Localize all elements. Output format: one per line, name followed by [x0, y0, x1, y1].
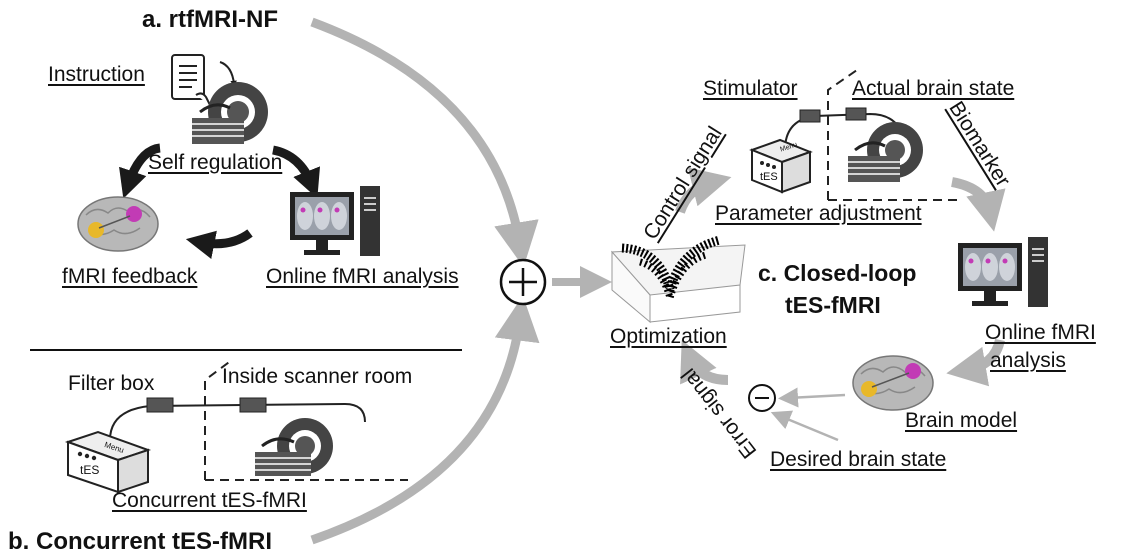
filter-box-icon — [146, 397, 174, 413]
arrow-to-analysis — [950, 177, 1006, 232]
desired-state-label: Desired brain state — [770, 448, 947, 471]
panel-a-title: a. rtfMRI-NF — [142, 6, 278, 33]
merge-arrow-top — [310, 17, 539, 268]
self-regulation-label: Self regulation — [148, 151, 283, 174]
tes-label: tES — [80, 463, 100, 477]
scanner-icon — [192, 82, 268, 144]
arrow-to-stimulator — [675, 167, 732, 214]
online-analysis-c-line2: analysis — [990, 349, 1066, 372]
loop-arrow-right — [271, 145, 321, 199]
filter-box-icon-2 — [239, 397, 267, 413]
plus-icon — [499, 258, 547, 306]
tes-label-c: tES — [760, 171, 778, 183]
minus-icon — [748, 384, 776, 412]
loop-arrow-left — [119, 143, 161, 199]
concurrent-label: Concurrent tES-fMRI — [112, 489, 307, 512]
panel-c-title-line2: tES-fMRI — [785, 292, 881, 318]
optimization-label: Optimization — [610, 325, 727, 348]
loop-arrow-bottom — [185, 229, 253, 259]
parameter-adjustment-label: Parameter adjustment — [715, 202, 922, 225]
tes-device-icon — [64, 430, 152, 494]
scanner-icon-c — [848, 122, 923, 182]
scanner-icon-b — [255, 418, 333, 476]
computer-icon — [290, 186, 380, 256]
brain-icon-c — [852, 355, 934, 411]
online-analysis-label: Online fMRI analysis — [266, 265, 459, 288]
stimulator-label: Stimulator — [703, 77, 798, 100]
instruction-arrow — [219, 61, 237, 88]
stimulator-room-dashed — [827, 67, 958, 201]
panel-c-title-line1: c. Closed-loop — [758, 260, 917, 286]
filter-box-label: Filter box — [68, 372, 155, 395]
brain-model-label: Brain model — [905, 409, 1018, 432]
stimulator-box-icon — [799, 109, 821, 123]
panel-b-title: b. Concurrent tES-fMRI — [8, 528, 272, 555]
desired-to-minus-arrow — [770, 410, 839, 442]
scanner-room-dashed — [204, 359, 408, 481]
tes-device-icon-c — [749, 138, 813, 194]
merge-arrow-bottom — [310, 295, 540, 545]
tablet-icon — [171, 54, 211, 106]
fmri-feedback-label: fMRI feedback — [62, 265, 198, 288]
instruction-label: Instruction — [48, 63, 145, 86]
actual-state-label: Actual brain state — [852, 77, 1015, 100]
brain-icon — [77, 196, 159, 252]
arrow-to-optimization — [680, 339, 729, 385]
inside-room-label: Inside scanner room — [222, 365, 413, 388]
arrow-to-brain — [946, 338, 1005, 387]
stimulator-box-icon-2 — [845, 107, 867, 121]
optimization-surface-icon — [610, 235, 746, 324]
brain-to-minus-arrow — [778, 387, 846, 408]
online-analysis-c-line1: Online fMRI — [985, 321, 1096, 344]
computer-icon-c — [958, 237, 1048, 307]
